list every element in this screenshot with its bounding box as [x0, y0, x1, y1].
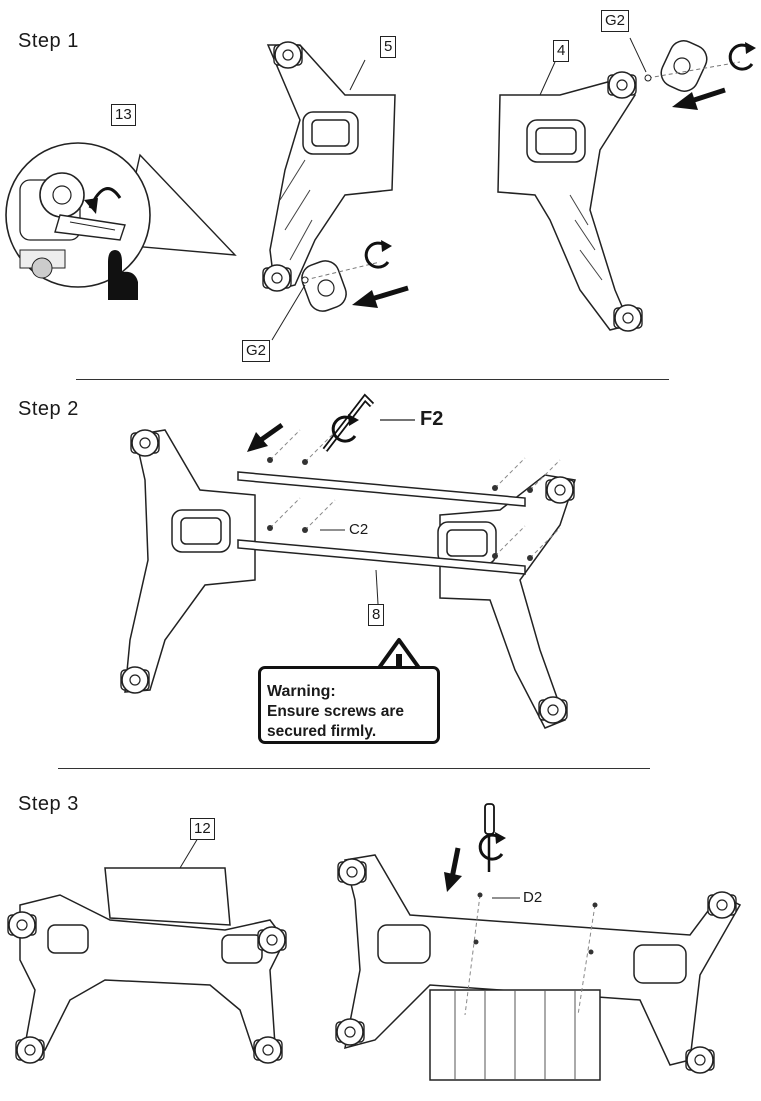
part-label-13: 13 [111, 104, 136, 126]
push-arrow-icon [444, 847, 462, 892]
warning-title: Warning: [267, 683, 336, 700]
screw-guides [269, 429, 561, 559]
hex-key-icon [322, 393, 375, 452]
rotate-arrow-icon [331, 412, 361, 443]
wheel-caster-icon [262, 264, 292, 292]
wheel-caster-icon [707, 891, 737, 919]
step-divider [76, 379, 669, 380]
wheel-caster-icon [545, 476, 575, 504]
part-label-4: 4 [553, 40, 570, 62]
part-label-g2-top: G2 [601, 10, 630, 32]
wheel-caster-icon [253, 1036, 283, 1064]
screws-c2 [267, 457, 533, 561]
wheel-caster-icon [15, 1036, 45, 1064]
warning-line-1: Ensure screws are [267, 703, 405, 720]
screw-label-d2: D2 [523, 889, 543, 906]
push-arrow-icon [672, 87, 726, 110]
wheel-caster-icon [335, 1018, 365, 1046]
wheel-caster-icon [120, 666, 150, 694]
frame-underside [344, 854, 742, 1081]
wheel-caster-icon [660, 40, 708, 92]
tool-label-f2: F2 [420, 408, 444, 430]
wheel-caster-icon [273, 41, 303, 69]
rotate-arrow-icon [364, 238, 394, 269]
wheel-caster-icon [257, 926, 287, 954]
wheel-caster-icon [607, 71, 637, 99]
push-arrow-icon [247, 422, 284, 452]
part-label-5: 5 [380, 36, 397, 58]
part-label-g2-bottom: G2 [242, 340, 271, 362]
screw-guides [464, 894, 596, 1016]
screws-d2 [473, 892, 598, 955]
wheel-caster-icon [538, 696, 568, 724]
base-leg-right [497, 79, 637, 331]
wheel-caster-icon [685, 1046, 715, 1074]
step-3-title: Step 3 [18, 793, 79, 815]
push-arrow-icon [352, 285, 409, 308]
wheel-caster-icon [7, 911, 37, 939]
frame-assembly [124, 429, 576, 729]
warning-line-2: secured firmly. [267, 723, 377, 740]
wheel-caster-icon [613, 304, 643, 332]
base-leg-left [266, 44, 396, 291]
wheel-caster-icon [337, 858, 367, 886]
wheel-caster-icon [130, 429, 160, 457]
rotate-arrow-icon [84, 187, 122, 214]
part-label-8: 8 [368, 604, 385, 626]
rotate-arrow-icon [478, 830, 508, 861]
warning-box: Warning: Ensure screws are secured firml… [258, 666, 440, 744]
rotate-arrow-icon [728, 40, 758, 71]
finger-press-icon [108, 250, 138, 300]
part-label-12: 12 [190, 818, 215, 840]
wheel-caster-icon [301, 260, 347, 312]
frame-with-panel [19, 867, 286, 1057]
step-1-title: Step 1 [18, 30, 79, 52]
step-2-title: Step 2 [18, 398, 79, 420]
screw-label-c2: C2 [349, 521, 369, 538]
step-divider [58, 768, 650, 769]
